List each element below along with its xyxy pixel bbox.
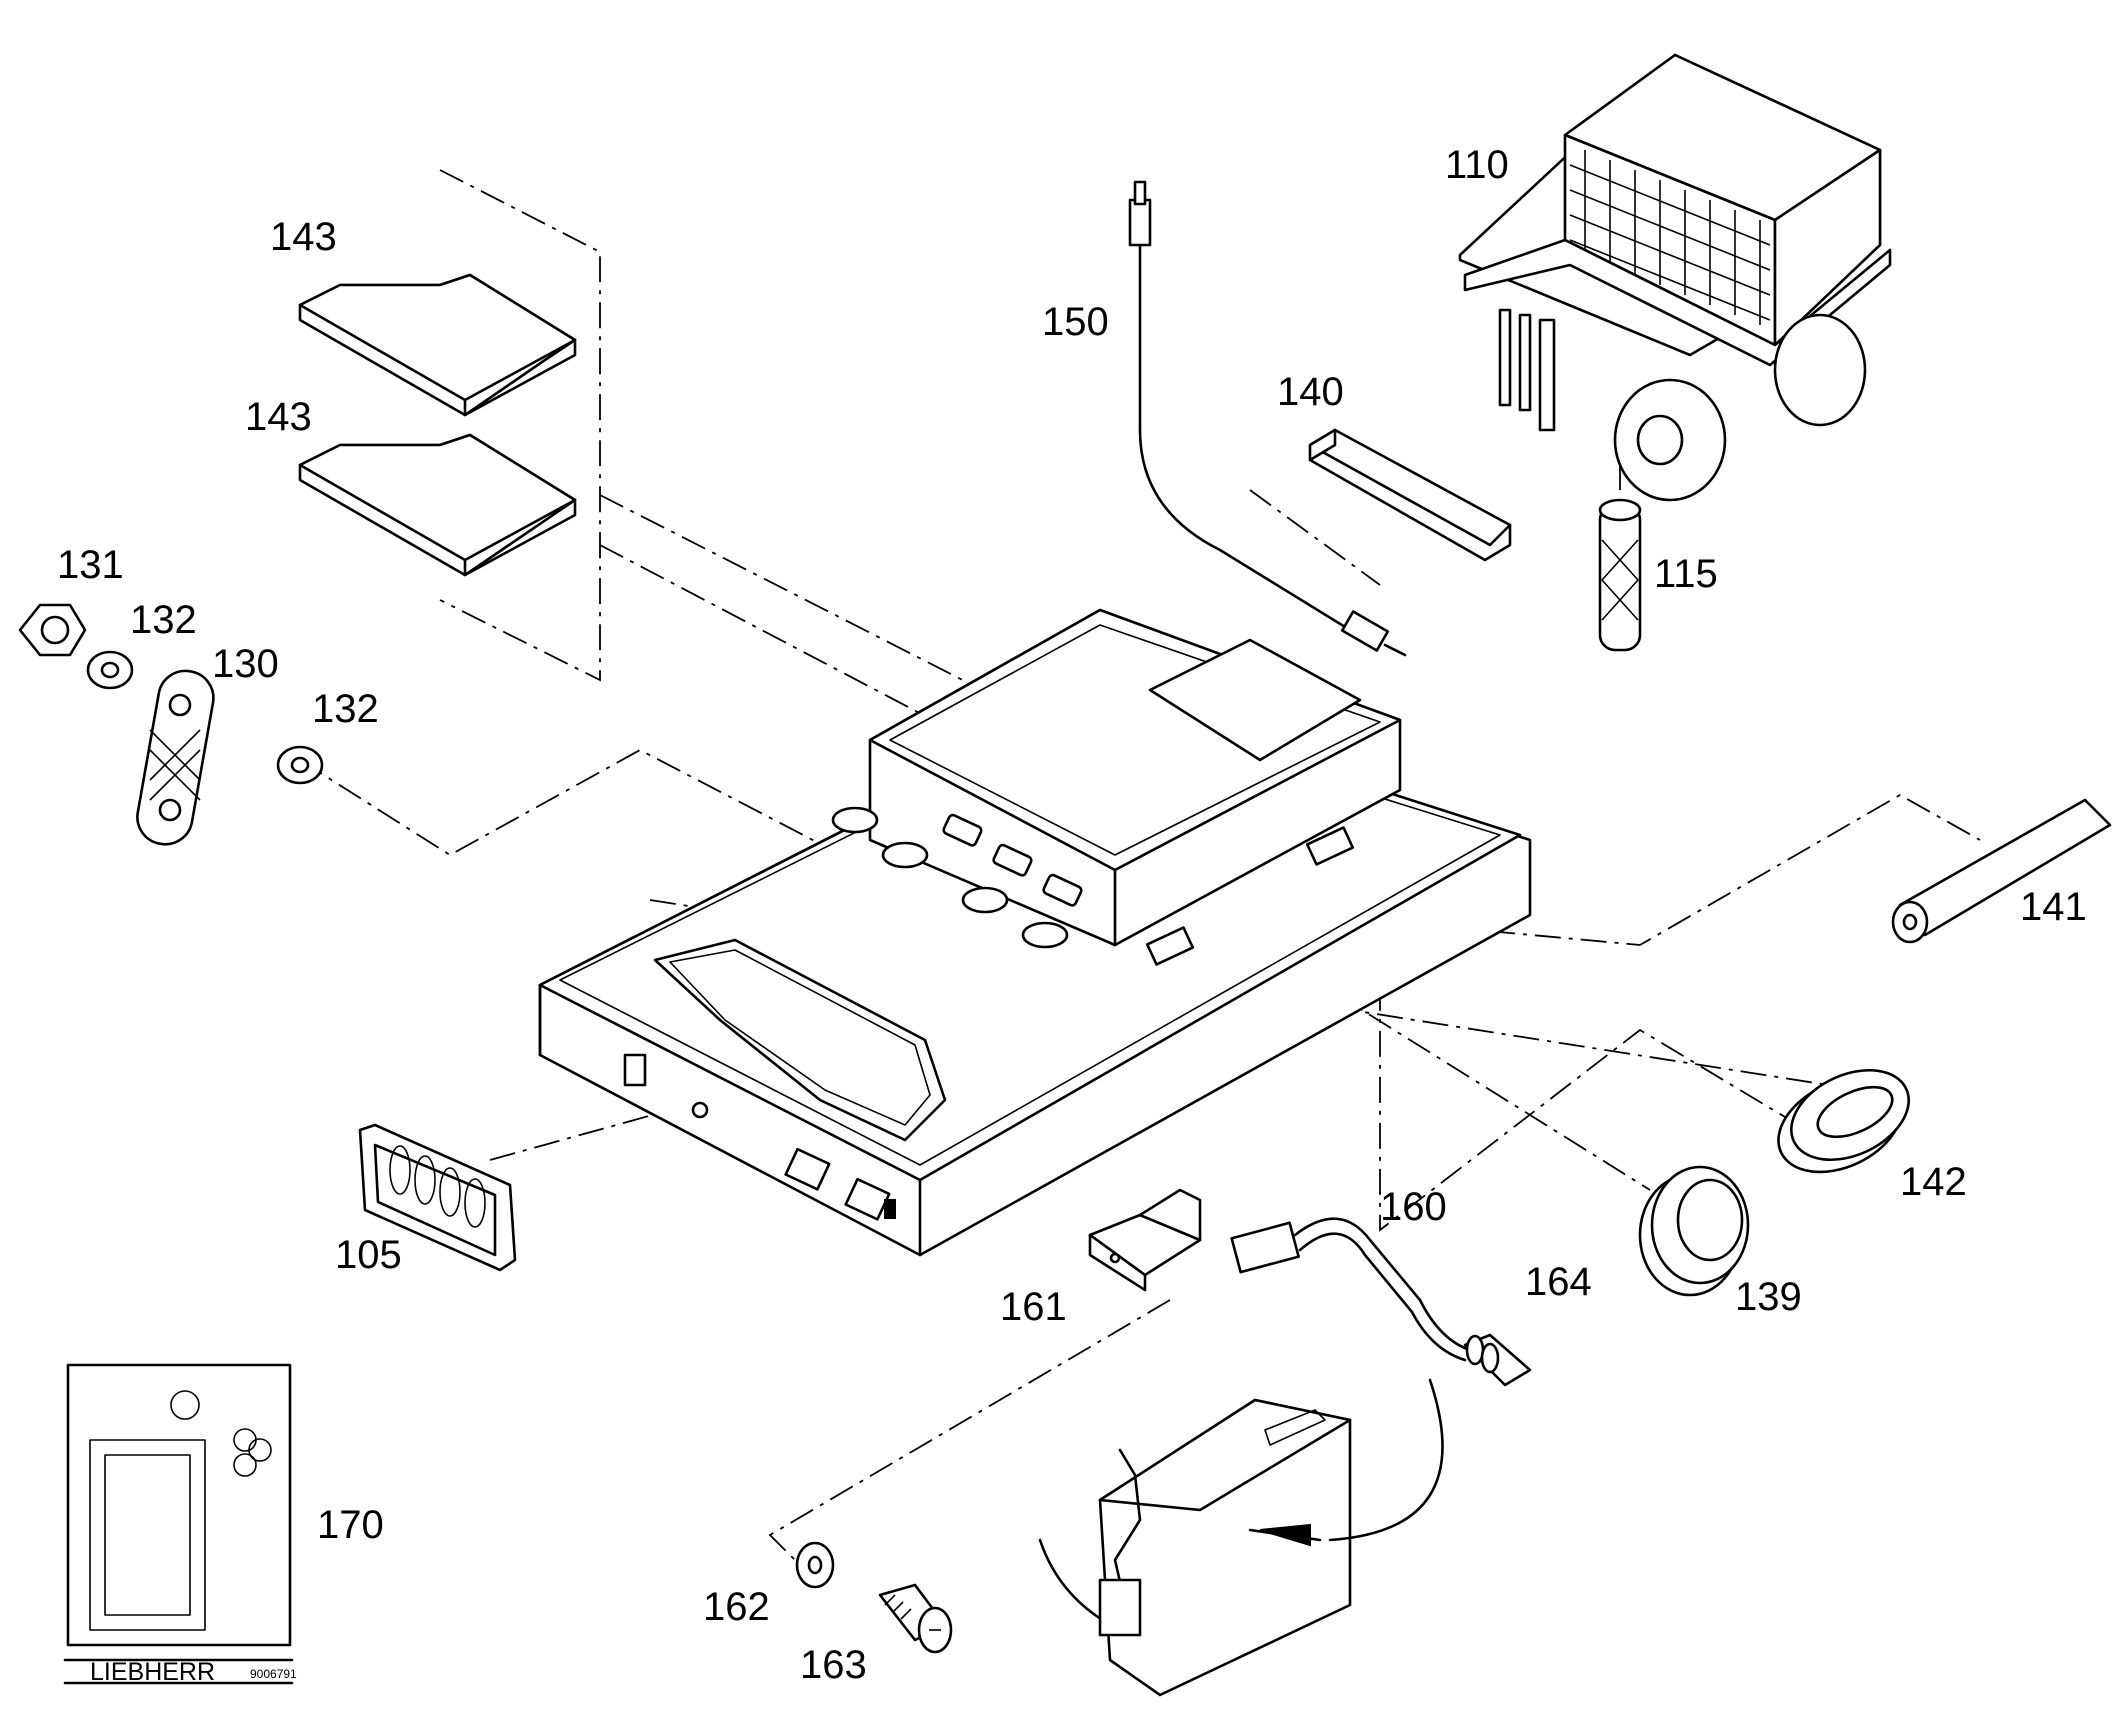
screw [878,1583,953,1654]
round-grommet [1638,1165,1750,1297]
temperature-sensor [1128,180,1407,657]
relay-bracket [1088,1188,1202,1292]
part-labels: 143 143 131 132 130 132 150 140 110 115 … [57,143,2087,1687]
compressor-unit [1458,53,1892,502]
mounting-sleeve [1598,498,1642,652]
label-139: 139 [1735,1275,1802,1319]
label-143-upper: 143 [270,215,337,259]
edge-tube [1891,798,2112,944]
label-143-lower: 143 [245,395,312,439]
label-105: 105 [335,1233,402,1277]
label-142: 142 [1900,1160,1967,1204]
brand-text: LIEBHERR [90,1658,215,1686]
label-170: 170 [317,1503,384,1547]
label-163: 163 [800,1643,867,1687]
label-sticker: LIEBHERR 9006791 [63,1363,297,1686]
washer-lower [276,745,324,785]
label-141: 141 [2020,885,2087,929]
pad-lower [298,433,577,577]
label-140: 140 [1277,370,1344,414]
label-150: 150 [1042,300,1109,344]
label-162: 162 [703,1585,770,1629]
thermostat-module [1038,1378,1444,1697]
label-115: 115 [1654,552,1718,596]
label-code: 9006791 [250,1667,297,1681]
label-110: 110 [1445,143,1509,187]
wired-plug [1230,1217,1472,1362]
base-housing [538,608,1532,1257]
front-grille [358,1123,517,1272]
vent-grid [1569,150,1771,325]
seal-channel [1308,428,1512,562]
label-161: 161 [1000,1285,1067,1329]
small-washer [795,1541,835,1589]
bracket [136,669,215,846]
label-130: 130 [212,642,279,686]
label-164: 164 [1525,1260,1592,1304]
label-132-upper: 132 [130,598,197,642]
nut [18,603,87,657]
probe-pin [1463,1333,1532,1387]
label-131: 131 [57,543,124,587]
pad-upper [298,273,577,417]
oval-grommet [1777,1068,1910,1174]
washer-upper [86,650,134,690]
label-132-lower: 132 [312,687,379,731]
label-160: 160 [1380,1185,1447,1229]
